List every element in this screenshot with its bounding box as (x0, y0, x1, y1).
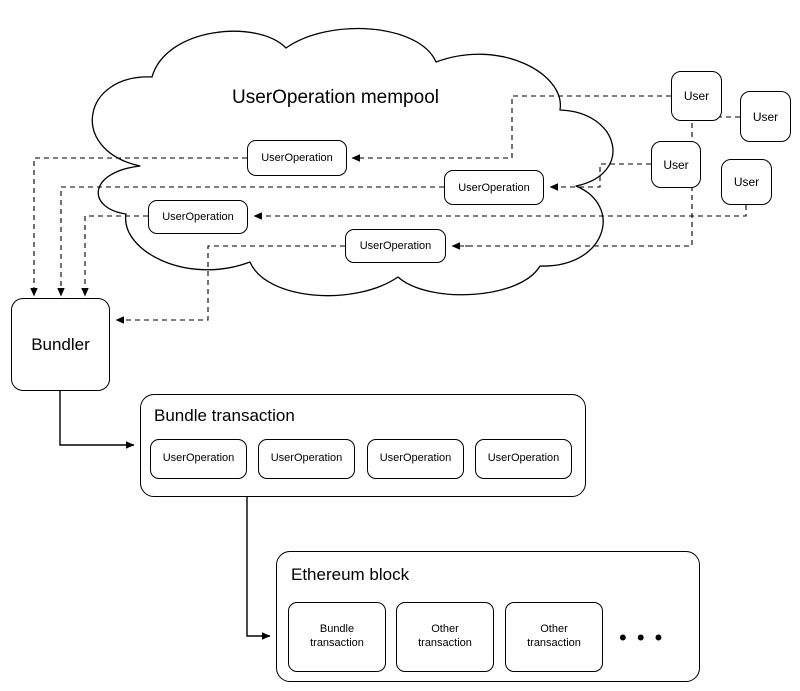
mempool-useroperation-2[interactable]: UserOperation (444, 170, 544, 205)
edge-op3-to-bundler (81, 215, 148, 297)
bundle-useroperation-3[interactable]: UserOperation (367, 439, 464, 479)
block-transaction-2-line1: Other (431, 623, 459, 636)
bundler-label: Bundler (31, 334, 90, 354)
bundle-transaction-title: Bundle transaction (154, 406, 295, 425)
block-transaction-1-line2: transaction (310, 637, 364, 649)
block-transaction-3-line2: transaction (527, 637, 581, 649)
mempool-title: UserOperation mempool (232, 87, 439, 108)
user-node-3[interactable]: User (651, 141, 701, 188)
mempool-useroperation-1[interactable]: UserOperation (247, 140, 347, 176)
mempool-useroperation-3[interactable]: UserOperation (148, 200, 248, 234)
bundle-useroperation-1[interactable]: UserOperation (150, 439, 247, 479)
mempool-useroperation-3-label: UserOperation (162, 211, 234, 223)
bundle-useroperation-2-label: UserOperation (270, 452, 343, 465)
bundle-transaction-container[interactable]: Bundle transaction UserOperation UserOpe… (140, 394, 586, 497)
block-transaction-1[interactable]: Bundle transaction (288, 602, 386, 672)
mempool-useroperation-4-label: UserOperation (359, 240, 432, 252)
user-node-1[interactable]: User (671, 71, 722, 121)
block-transaction-2-line2: transaction (418, 637, 472, 649)
edge-user4-to-op3 (253, 205, 747, 220)
user-node-2-label: User (752, 109, 779, 124)
block-transaction-3-line1: Other (540, 623, 568, 636)
bundle-useroperation-3-label: UserOperation (379, 452, 452, 465)
user-node-3-label: User (663, 157, 689, 172)
bundle-useroperation-2[interactable]: UserOperation (258, 439, 355, 479)
bundle-useroperation-4-label: UserOperation (487, 452, 560, 465)
user-node-4-label: User (733, 175, 760, 189)
bundle-useroperation-1-label: UserOperation (162, 452, 235, 465)
edge-op4-to-bundler (115, 245, 345, 324)
edge-bundler-to-bundle-transaction (59, 391, 135, 449)
edge-op2-to-bundler (57, 186, 444, 297)
edge-bundle-transaction-to-block (246, 497, 271, 640)
ethereum-block-container[interactable]: Ethereum block Bundle transaction Other … (276, 551, 700, 682)
mempool-useroperation-2-label: UserOperation (458, 181, 530, 194)
user-node-4[interactable]: User (721, 159, 772, 205)
user-node-2[interactable]: User (740, 91, 791, 142)
bundler-node[interactable]: Bundler (11, 298, 110, 391)
block-transaction-3[interactable]: Other transaction (505, 602, 603, 672)
ethereum-block-title: Ethereum block (291, 565, 410, 584)
block-transaction-1-line1: Bundle (319, 623, 355, 636)
bundle-useroperation-4[interactable]: UserOperation (475, 439, 572, 479)
edge-user3-to-op2 (549, 163, 651, 191)
edge-user1-to-op1 (351, 95, 671, 162)
block-transactions-ellipsis: • • • (619, 625, 665, 650)
mempool-useroperation-4[interactable]: UserOperation (345, 229, 446, 263)
block-transaction-2[interactable]: Other transaction (396, 602, 494, 672)
mempool-useroperation-1-label: UserOperation (261, 152, 333, 164)
user-node-1-label: User (683, 89, 710, 103)
